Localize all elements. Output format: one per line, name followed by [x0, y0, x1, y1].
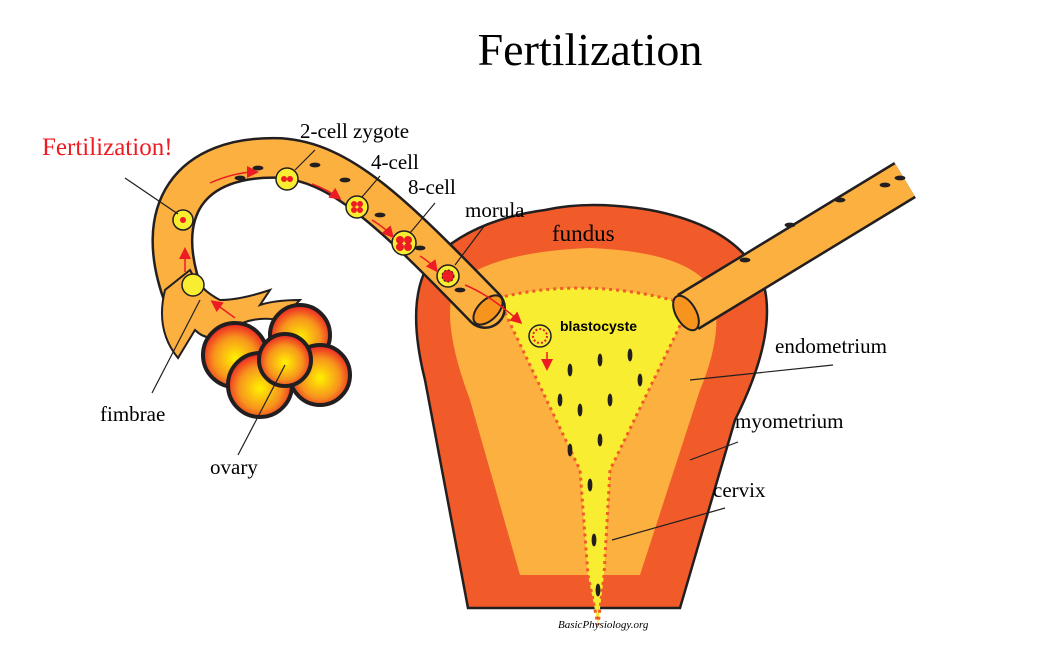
four-cell-embryo: [345, 195, 369, 219]
label-myometrium: myometrium: [735, 409, 844, 433]
label-morula: morula: [465, 198, 525, 222]
oocyte: [181, 273, 205, 297]
watermark: BasicPhysiology.org: [558, 619, 649, 631]
diagram-title: Fertilization: [478, 24, 703, 75]
label-2-cell-zygote: 2-cell zygote: [300, 119, 409, 143]
leader-lines: [124, 149, 834, 541]
label-4-cell: 4-cell: [371, 150, 419, 174]
embryo-stages: [172, 167, 552, 348]
right-fallopian-tube: [672, 162, 916, 332]
label-cervix: cervix: [713, 478, 766, 502]
uterine-lumen: [495, 286, 693, 626]
label-ovary: ovary: [210, 455, 258, 479]
label-fundus: fundus: [552, 221, 615, 246]
sperm-cells: [234, 162, 906, 597]
label-blastocyste: blastocyste: [560, 318, 637, 334]
movement-arrows: [179, 166, 553, 371]
ovary: [201, 303, 352, 419]
fertilization-event-label: Fertilization!: [42, 134, 173, 161]
label-8-cell: 8-cell: [408, 175, 456, 199]
eight-cell-embryo: [391, 230, 417, 256]
label-endometrium: endometrium: [775, 334, 887, 358]
label-fimbrae: fimbrae: [100, 402, 165, 426]
